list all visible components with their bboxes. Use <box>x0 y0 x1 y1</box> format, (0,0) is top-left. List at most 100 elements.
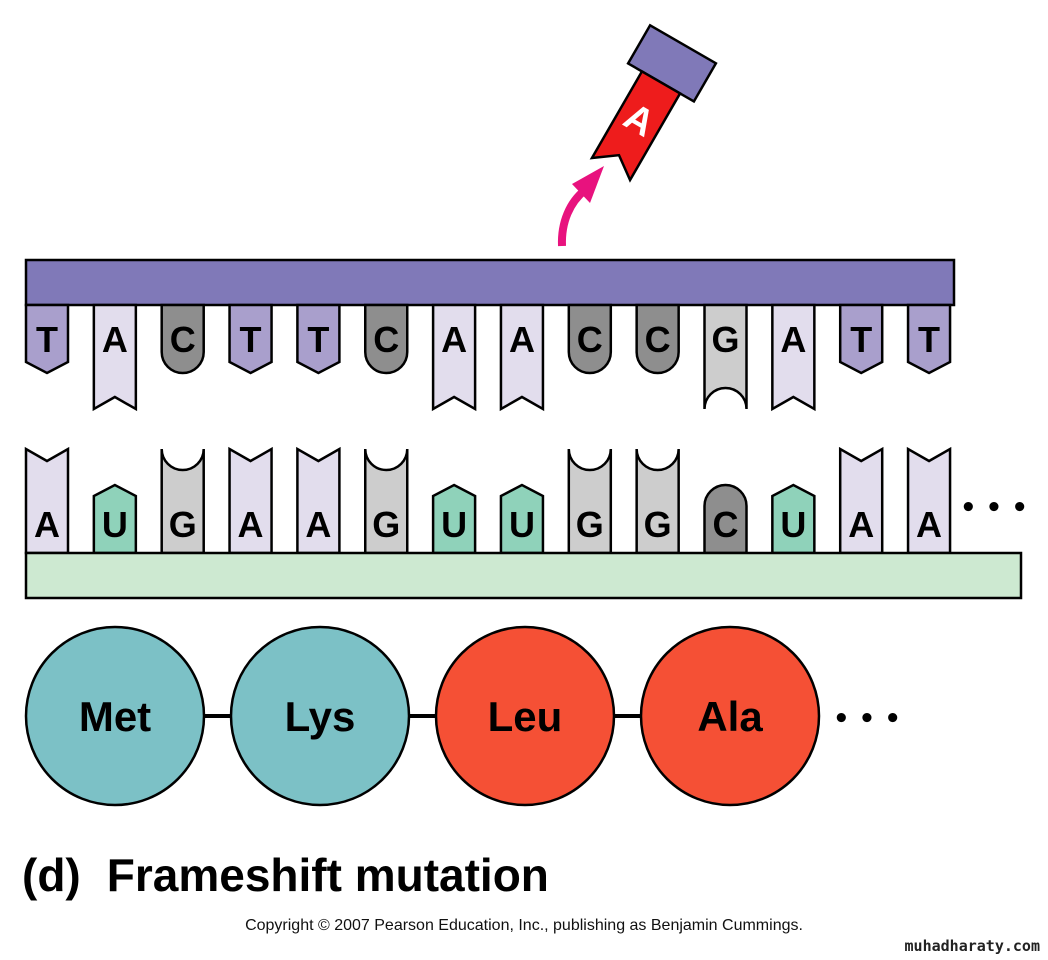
dna-base-shape <box>296 303 341 375</box>
dna-base-shape <box>703 303 748 410</box>
dna-base-9: C <box>567 303 613 375</box>
dna-base-shape <box>906 303 952 375</box>
dna-base-shape <box>771 303 816 412</box>
mrna-base-9: G <box>567 448 613 555</box>
dna-base-shape <box>499 303 545 412</box>
amino-acid-label: Lys <box>285 693 356 740</box>
dna-base-11: G <box>703 303 748 410</box>
mrna-base-shape <box>635 448 680 555</box>
mrna-base-13: A <box>838 446 884 555</box>
dna-base-letter: A <box>102 319 128 360</box>
dna-base-shape <box>635 303 680 375</box>
mrna-base-letter: A <box>848 504 874 545</box>
polypeptide-continuation-dots: • • • <box>833 704 901 734</box>
caption-tag: (d) <box>22 849 81 901</box>
mrna-base-letter: C <box>713 504 739 545</box>
amino-acid-label: Ala <box>697 693 763 740</box>
dna-base-letter: A <box>509 319 535 360</box>
mrna-base-letter: G <box>644 504 672 545</box>
dna-base-letter: T <box>240 319 262 360</box>
dna-base-2: A <box>92 303 138 412</box>
mrna-base-letter: A <box>916 504 942 545</box>
mrna-base-letter: U <box>780 504 806 545</box>
mrna-base-shape <box>364 448 409 555</box>
dna-base-shape <box>431 303 477 412</box>
amino-acid-lys: Lys <box>229 625 411 807</box>
dna-base-7: A <box>431 303 477 412</box>
mrna-base-letter: G <box>372 504 400 545</box>
mrna-base-letter: U <box>509 504 535 545</box>
dna-base-letter: C <box>577 319 603 360</box>
dna-base-letter: C <box>645 319 671 360</box>
dna-base-6: C <box>364 303 409 375</box>
mrna-base-11: C <box>703 483 748 555</box>
dna-base-8: A <box>499 303 545 412</box>
dna-base-13: T <box>838 303 884 375</box>
inserted-nucleotide: A <box>557 23 718 247</box>
copyright-notice: Copyright © 2007 Pearson Education, Inc.… <box>245 917 803 934</box>
amino-acid-circle <box>24 625 206 807</box>
dna-base-1: T <box>24 303 70 375</box>
dna-base-shape <box>364 303 409 375</box>
dna-base-14: T <box>906 303 952 375</box>
mrna-base-6: G <box>364 448 409 555</box>
figure-caption: (d) Frameshift mutation <box>22 848 549 902</box>
mrna-continuation-dots: • • • <box>960 493 1028 523</box>
amino-acid-ala: Ala <box>639 625 821 807</box>
mrna-base-1: A <box>24 446 70 555</box>
mrna-base-shape <box>567 448 613 555</box>
amino-acid-label: Leu <box>488 693 563 740</box>
dna-base-shape <box>24 303 70 375</box>
dna-base-shape <box>228 303 273 375</box>
dna-base-letter: C <box>373 319 399 360</box>
insertion-arrow <box>557 186 588 247</box>
mrna-base-14: A <box>906 446 952 555</box>
dna-base-letter: T <box>850 319 872 360</box>
mrna-base-10: G <box>635 448 680 555</box>
amino-acid-circle <box>639 625 821 807</box>
mrna-base-letter: G <box>576 504 604 545</box>
dna-base-shape <box>838 303 884 375</box>
insertion-arrowhead <box>572 166 604 203</box>
amino-acid-label: Met <box>79 693 151 740</box>
watermark: muhadharaty.com <box>904 937 1040 955</box>
mrna-base-2: U <box>92 483 138 555</box>
mrna-base-shape <box>160 448 205 555</box>
dna-base-shape <box>160 303 205 375</box>
polypeptide-chain: Met Lys Leu Ala <box>24 625 821 807</box>
dna-base-letter: T <box>307 319 329 360</box>
dna-template-backbone <box>24 258 956 307</box>
mrna-base-3: G <box>160 448 205 555</box>
caption-title: Frameshift mutation <box>106 849 549 901</box>
amino-acid-circle <box>229 625 411 807</box>
dna-base-4: T <box>228 303 273 375</box>
mrna-base-letter: A <box>305 504 331 545</box>
dna-base-12: A <box>771 303 816 412</box>
inserted-nucleotide-base <box>589 69 682 183</box>
dna-base-letter: A <box>780 319 806 360</box>
mrna-base-letter: G <box>169 504 197 545</box>
dna-base-shape <box>92 303 138 412</box>
amino-acid-leu: Leu <box>434 625 616 807</box>
dna-base-shape <box>567 303 613 375</box>
dna-base-letter: A <box>441 319 467 360</box>
mrna-base-7: U <box>431 483 477 555</box>
mrna-base-5: A <box>296 446 341 555</box>
mrna-base-shape <box>703 483 748 555</box>
dna-base-5: T <box>296 303 341 375</box>
dna-base-letter: G <box>711 319 739 360</box>
dna-base-3: C <box>160 303 205 375</box>
dna-base-letter: T <box>36 319 58 360</box>
mrna-base-12: U <box>771 483 816 555</box>
mrna-base-letter: A <box>238 504 264 545</box>
mrna-base-8: U <box>499 483 545 555</box>
amino-acid-met: Met <box>24 625 206 807</box>
dna-base-letter: T <box>918 319 940 360</box>
mrna-base-letter: U <box>441 504 467 545</box>
amino-acid-circle <box>434 625 616 807</box>
mrna-base-letter: A <box>34 504 60 545</box>
dna-base-10: C <box>635 303 680 375</box>
